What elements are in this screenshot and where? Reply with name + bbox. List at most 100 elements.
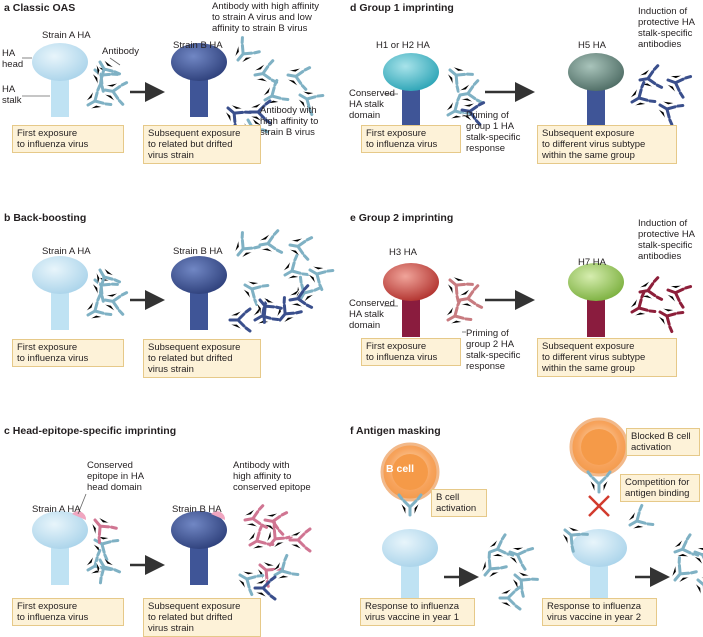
antibody-icon (253, 575, 277, 601)
antibody-tip (465, 72, 474, 76)
panel-title-text: Group 2 imprinting (358, 212, 454, 224)
antibody-highlight (104, 82, 119, 102)
antibody-highlight (671, 564, 690, 583)
note-line: stalk-specific (638, 28, 693, 39)
antibody-tip (677, 556, 681, 565)
antibody-icon (562, 526, 589, 553)
antibody-tip (326, 268, 335, 273)
antibody-tip (120, 81, 129, 87)
antibody-icon (297, 91, 325, 117)
note-line: Priming of (466, 110, 509, 121)
antibody-tip (475, 98, 484, 104)
antibody-tip (97, 535, 101, 544)
antibody-highlight (234, 239, 253, 258)
note-line: protective HA (638, 229, 696, 240)
box-line: to influenza virus (17, 139, 89, 150)
note-line: response (466, 143, 506, 154)
antibody-tip (308, 108, 314, 117)
antibody-highlight (657, 308, 676, 326)
panel-title-text: Group 1 imprinting (359, 2, 454, 14)
antibody-icon (508, 547, 535, 571)
box-line: Subsequent exposure (148, 601, 241, 612)
box-line: First exposure (17, 342, 78, 353)
antibody-tip (499, 565, 508, 570)
antibody-arms (483, 558, 501, 577)
antibody-tip (298, 275, 303, 284)
note-line: Induction of (638, 218, 688, 229)
antibody-highlight (244, 508, 259, 528)
ha-stalk (190, 75, 208, 117)
antibody-tip (271, 317, 280, 322)
antibody-tip (684, 75, 693, 80)
antibody-tip (638, 503, 644, 512)
antibody-arms (658, 103, 677, 119)
box-line: within the same group (542, 150, 635, 161)
ha-protein (32, 256, 88, 330)
antibody-highlight (461, 102, 476, 122)
note-line: stalk-specific (466, 132, 521, 143)
panel-letter: f (350, 425, 354, 437)
note-line: Induction of (638, 6, 688, 17)
antibody-tip (117, 309, 125, 316)
box-line: antigen binding (625, 488, 690, 499)
panel-title-text: Head-epitope-specific imprinting (12, 425, 177, 437)
antibody-icon (234, 36, 261, 63)
antibody-tip (269, 575, 277, 582)
antibody-tip (300, 84, 308, 91)
antibody-arms (696, 578, 703, 596)
box-line: to influenza virus (366, 139, 438, 150)
antibody-tip (685, 533, 692, 541)
antibody-arms (563, 528, 582, 546)
ha-stalk (401, 561, 419, 603)
antibody-tip (252, 50, 261, 55)
antibody-arms (243, 510, 262, 525)
antibody-icon (666, 285, 693, 309)
antibody-highlight (307, 266, 326, 284)
antibody-tip (98, 286, 103, 295)
antibody-tip (294, 310, 303, 315)
note-line: Conserved (349, 298, 395, 309)
ha-head (32, 43, 88, 81)
antibody-icon (397, 493, 423, 517)
panel-letter: c (4, 425, 10, 437)
antibody-highlight (242, 281, 261, 299)
antibody-arms (286, 70, 305, 85)
antibody-icon (586, 470, 612, 494)
panel-letter: e (350, 212, 356, 224)
antibody-icon (256, 297, 283, 324)
antibody-arms (308, 268, 327, 284)
antibody-arms (103, 85, 122, 100)
antibody-tip (465, 282, 474, 286)
ha-head-line: head (2, 59, 24, 70)
antibody-highlight (459, 83, 474, 103)
antibody-tip (580, 532, 589, 536)
antibody-tip (514, 604, 522, 611)
antibody-icon (262, 78, 290, 104)
antibody-highlight (562, 526, 581, 545)
box-line: within the same group (542, 363, 635, 374)
note-line: head domain (87, 482, 142, 493)
antibody-tip (284, 535, 293, 540)
note-line: Antibody with (233, 460, 290, 471)
panel-title-text: Back-boosting (13, 212, 87, 224)
antibody-tip (272, 229, 280, 236)
strain-a-label: Strain A HA (42, 30, 91, 41)
antibody-icon (266, 521, 293, 548)
antibody-arms (258, 563, 277, 581)
antibody-highlight (225, 104, 244, 123)
antibody-highlight (237, 571, 256, 589)
antibody-tip (464, 112, 473, 117)
antibody-icon (657, 101, 685, 127)
antibody-highlight (400, 502, 420, 515)
ha-right-label: H5 HA (578, 40, 606, 51)
antibody-highlight (289, 288, 304, 308)
ha-protein (568, 263, 624, 337)
x-stroke (588, 495, 610, 517)
ha-head (571, 529, 627, 567)
antibody-icon (96, 557, 122, 585)
